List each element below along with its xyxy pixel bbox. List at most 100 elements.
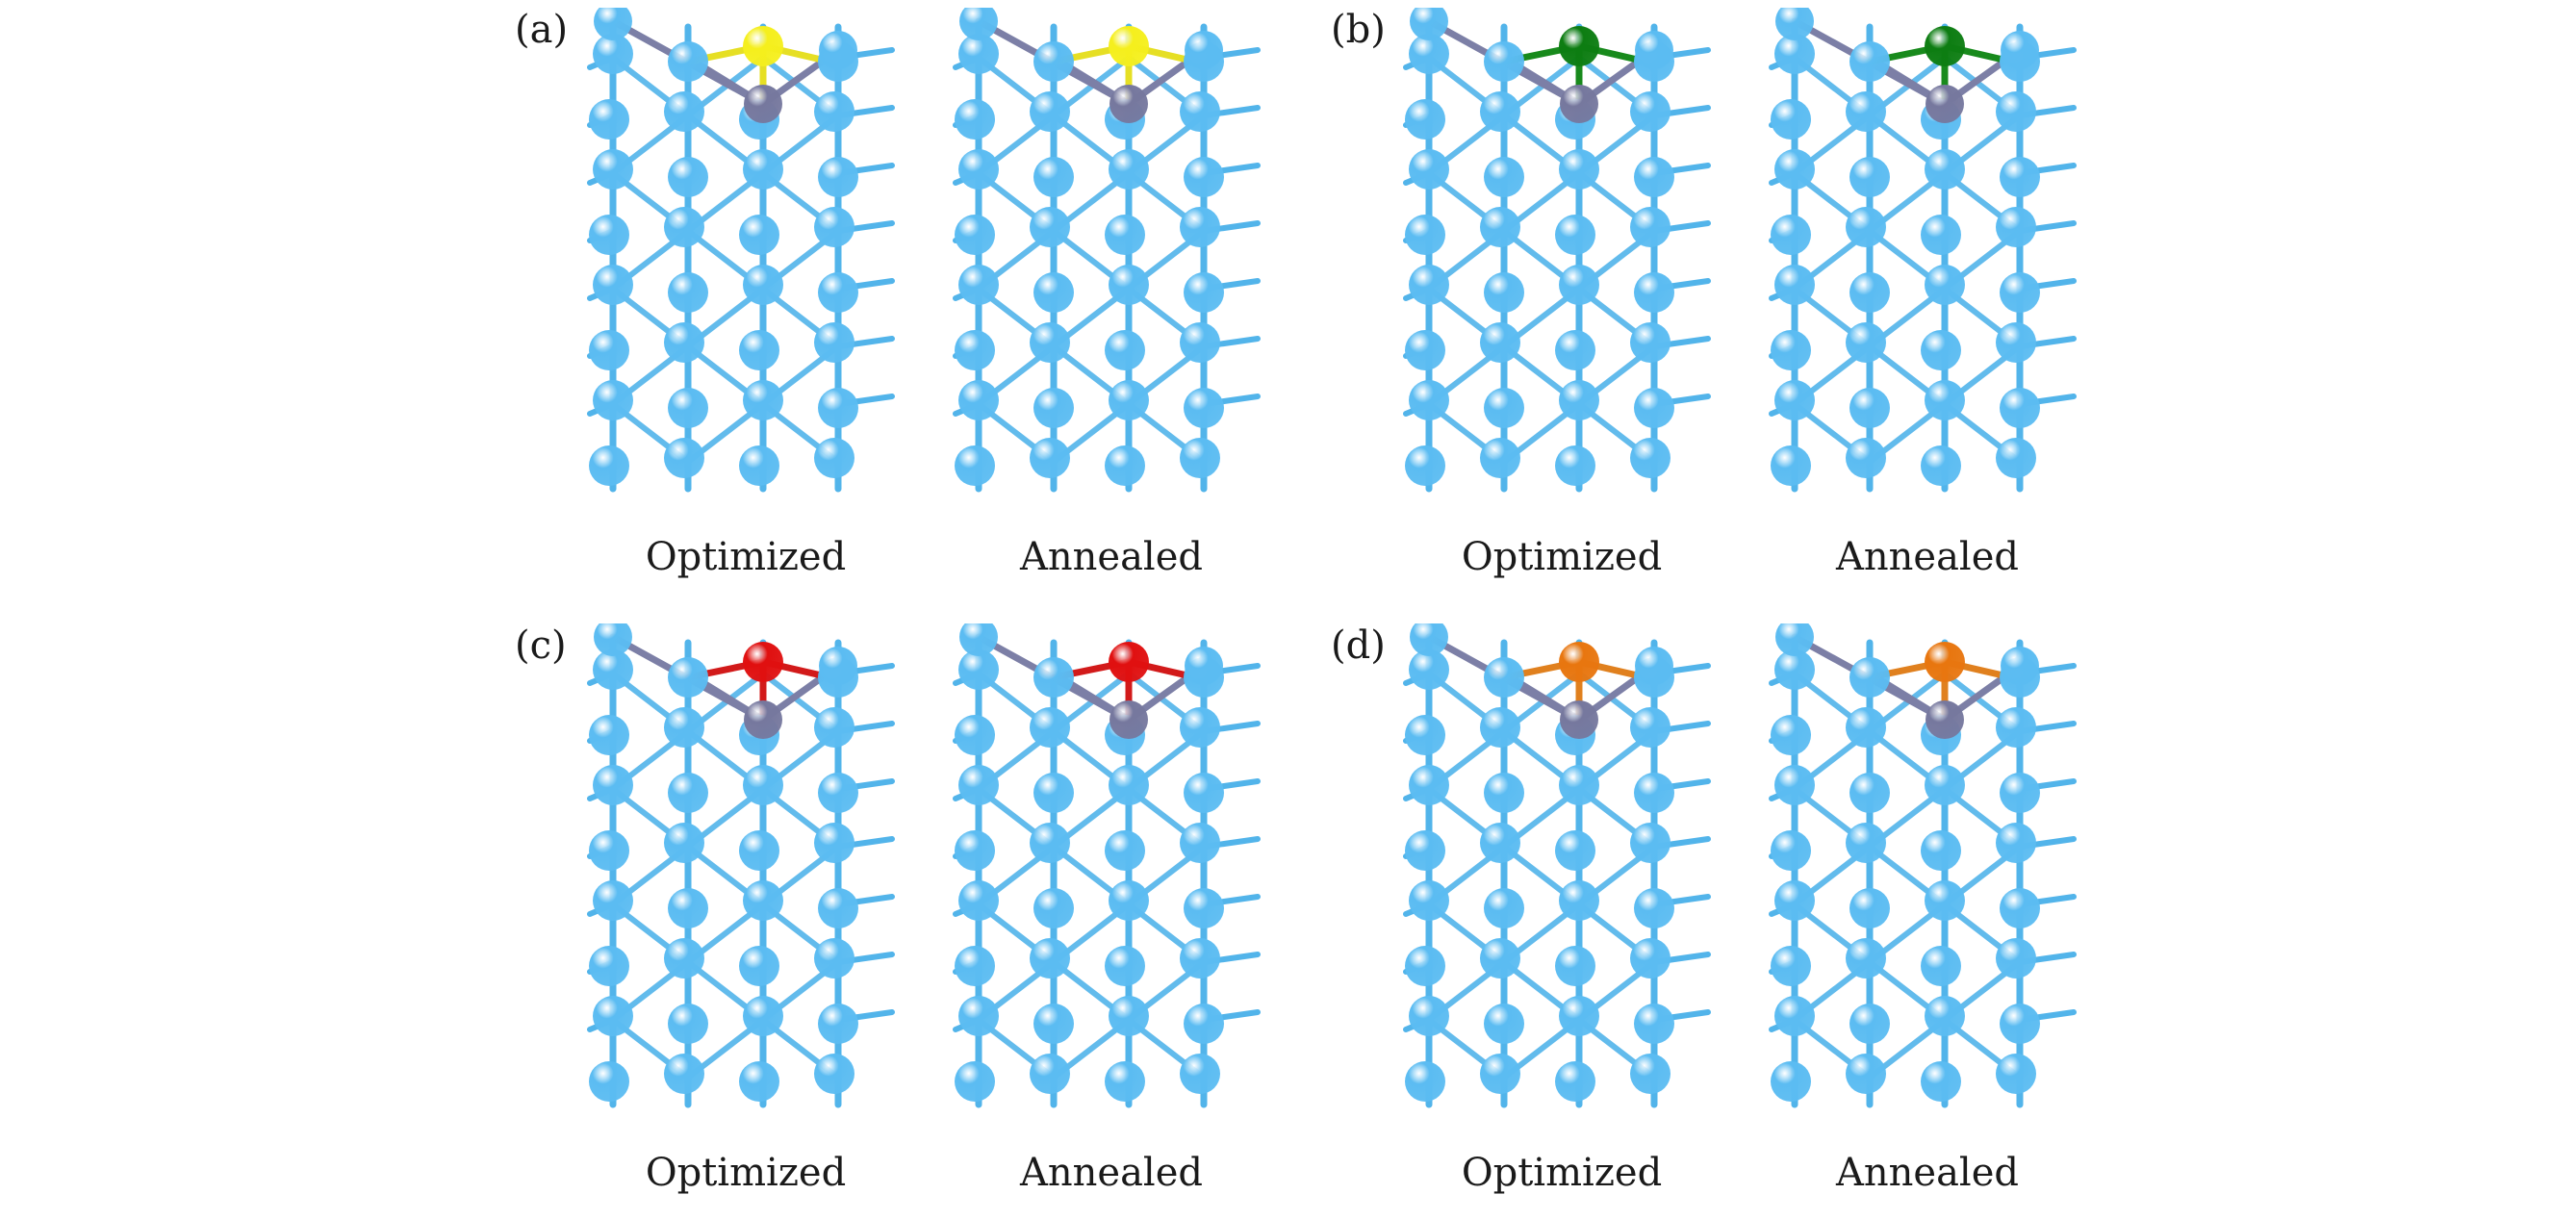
lattice-atom: [1480, 91, 1520, 132]
lattice-atom: [1184, 388, 1224, 428]
lattice-atom: [1774, 149, 1815, 190]
lattice-atom: [589, 330, 629, 370]
lattice-atom: [818, 157, 858, 197]
lattice-atom: [1409, 996, 1449, 1036]
lattice-atom: [1030, 91, 1070, 132]
lattice-atom: [1484, 888, 1524, 928]
lattice-atom: [1405, 830, 1445, 871]
lattice-atom: [1559, 380, 1599, 420]
atomic-structure: [587, 623, 895, 1108]
lattice-atom: [1180, 823, 1220, 863]
lattice-atom: [1105, 946, 1145, 986]
lattice-atom: [814, 207, 854, 247]
lattice-atom: [1185, 647, 1223, 685]
lattice-atom: [743, 149, 783, 190]
lattice-atom: [1409, 149, 1449, 190]
lattice-atom: [1555, 946, 1595, 986]
lattice-atom: [1484, 657, 1524, 698]
lattice-atom: [818, 272, 858, 313]
lattice-atom: [1921, 330, 1961, 370]
lattice-atom: [1771, 715, 1811, 755]
lattice-atom: [958, 649, 999, 690]
lattice-atom: [2000, 888, 2040, 928]
panel-label: (d): [1331, 623, 1386, 668]
model-annealed: [948, 8, 1275, 527]
lattice-atom: [1409, 765, 1449, 805]
lattice-atom: [1849, 1004, 1890, 1044]
lattice-atom: [1410, 8, 1448, 40]
lattice-atom: [814, 823, 854, 863]
lattice-atom: [1634, 388, 1674, 428]
lattice-atom: [1410, 623, 1448, 656]
lattice-atom: [1484, 157, 1524, 197]
lattice-atom: [959, 8, 998, 40]
lattice-atom: [1921, 445, 1961, 486]
lattice-atom: [743, 996, 783, 1036]
lattice-atom: [1996, 322, 2036, 363]
lattice-atom: [1184, 773, 1224, 813]
lattice-atom: [1109, 265, 1149, 305]
lattice-atom: [589, 99, 629, 140]
lattice-atom: [1480, 1054, 1520, 1094]
lattice-atom: [739, 215, 779, 255]
lattice-atom: [1634, 272, 1674, 313]
caption-annealed: Annealed: [1020, 1151, 1203, 1195]
lattice-atom: [668, 1004, 708, 1044]
panel-label: (a): [515, 8, 569, 52]
lattice-atom: [1996, 707, 2036, 748]
lattice-atom: [958, 765, 999, 805]
lattice-atom: [818, 388, 858, 428]
caption-optimized: Optimized: [645, 535, 847, 579]
lattice-atom: [1480, 322, 1520, 363]
model-optimized: [1398, 623, 1725, 1143]
lattice-atom: [593, 265, 633, 305]
lattice-atom: [2000, 157, 2040, 197]
lattice-atom: [955, 715, 995, 755]
model-optimized: [582, 623, 909, 1143]
lattice-atom: [958, 880, 999, 921]
atomic-structure: [1403, 8, 1711, 493]
lattice-atom: [739, 1061, 779, 1102]
lattice-atom: [1030, 438, 1070, 478]
model-annealed: [1764, 8, 2091, 527]
lattice-atom: [1105, 1061, 1145, 1102]
atomic-structure: [1403, 623, 1711, 1108]
panel-d: (d) Optimized Annealed: [1331, 623, 2197, 1220]
lattice-atom: [955, 445, 995, 486]
lattice-atom: [1030, 823, 1070, 863]
lattice-atom: [1033, 888, 1074, 928]
caption-annealed: Annealed: [1836, 1151, 2019, 1195]
lattice-atom: [955, 830, 995, 871]
adatom: [1109, 26, 1149, 66]
lattice-atom: [814, 91, 854, 132]
lattice-atom: [1921, 946, 1961, 986]
lattice-atom: [1925, 880, 1965, 921]
lattice-atom: [1774, 34, 1815, 74]
lattice-atom: [1849, 773, 1890, 813]
lattice-atom: [1405, 99, 1445, 140]
lattice-atom: [2000, 1004, 2040, 1044]
lattice-atom: [1996, 938, 2036, 979]
lattice-atom: [1771, 830, 1811, 871]
lattice-atom: [2001, 647, 2039, 685]
lattice-atom: [1630, 207, 1671, 247]
lattice-atom: [1630, 322, 1671, 363]
lattice-atom: [1484, 1004, 1524, 1044]
adatom: [1559, 642, 1599, 682]
lattice-atom: [1484, 773, 1524, 813]
adatom: [743, 642, 783, 682]
lattice-atom: [668, 773, 708, 813]
lattice-atom: [1030, 322, 1070, 363]
lattice-atom: [593, 34, 633, 74]
substitutional-atom: [1560, 85, 1598, 123]
lattice-atom: [958, 265, 999, 305]
model-optimized: [1398, 8, 1725, 527]
lattice-atom: [1180, 207, 1220, 247]
caption-optimized: Optimized: [1461, 1151, 1663, 1195]
lattice-atom: [1405, 715, 1445, 755]
lattice-atom: [1559, 880, 1599, 921]
lattice-atom: [739, 830, 779, 871]
model-optimized: [582, 8, 909, 527]
lattice-atom: [1775, 623, 1814, 656]
lattice-atom: [1109, 380, 1149, 420]
